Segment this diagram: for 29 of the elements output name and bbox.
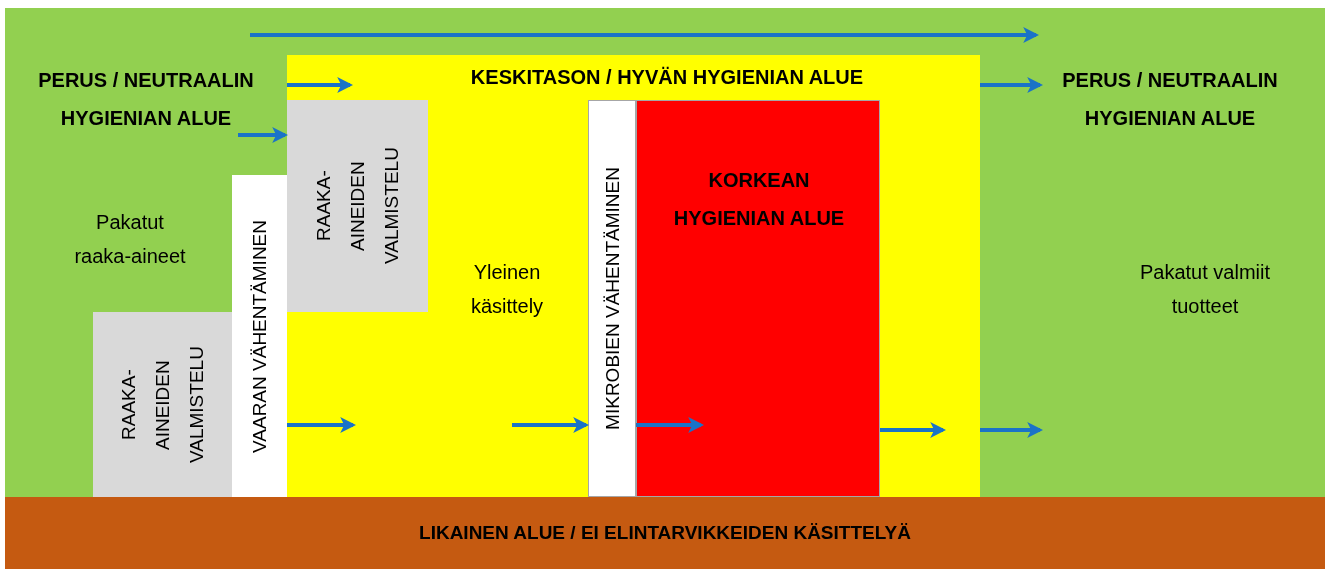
arrow (238, 127, 289, 143)
preparation-area (93, 312, 232, 497)
hygiene-zone-area (5, 55, 287, 497)
hygiene-zone-area (980, 55, 1325, 497)
arrow (980, 422, 1044, 438)
preparation-area (287, 100, 428, 312)
zone-title: KESKITASON / HYVÄN HYGIENIAN ALUE (469, 65, 865, 90)
vertical-label: VAARAN VÄHENTÄMINEN (248, 219, 271, 453)
high-hygiene-area (636, 100, 880, 497)
zone-description: Pakatut valmiit tuotteet (1138, 260, 1272, 319)
microbe-reduction-strip (588, 100, 636, 497)
arrow (980, 77, 1044, 93)
arrow (512, 417, 590, 433)
arrow (880, 422, 947, 438)
arrow (287, 77, 354, 93)
zone-title: KORKEAN HYGIENIAN ALUE (672, 168, 846, 231)
vertical-label: RAAKA-AINEIDEN VALMISTELU (311, 146, 403, 267)
zone-title: PERUS / NEUTRAALIN HYGIENIAN ALUE (37, 68, 255, 131)
dirty-zone-band (5, 497, 1325, 569)
vertical-label: RAAKA-AINEIDEN VALMISTELU (116, 345, 208, 465)
zone-title: LIKAINEN ALUE / EI ELINTARVIKKEIDEN KÄSITTELYÄ (419, 520, 911, 545)
zone-title: PERUS / NEUTRAALIN HYGIENIAN ALUE (1061, 68, 1279, 131)
vertical-label: MIKROBIEN VÄHENTÄMINEN (600, 167, 624, 430)
hygiene-zone-area (287, 55, 980, 497)
zone-description: Yleinen käsittely (469, 260, 545, 319)
arrow (636, 417, 705, 433)
zone-description: Pakatut raaka-aineet (73, 210, 187, 269)
arrow (287, 417, 357, 433)
hazard-reduction-strip (232, 175, 287, 497)
